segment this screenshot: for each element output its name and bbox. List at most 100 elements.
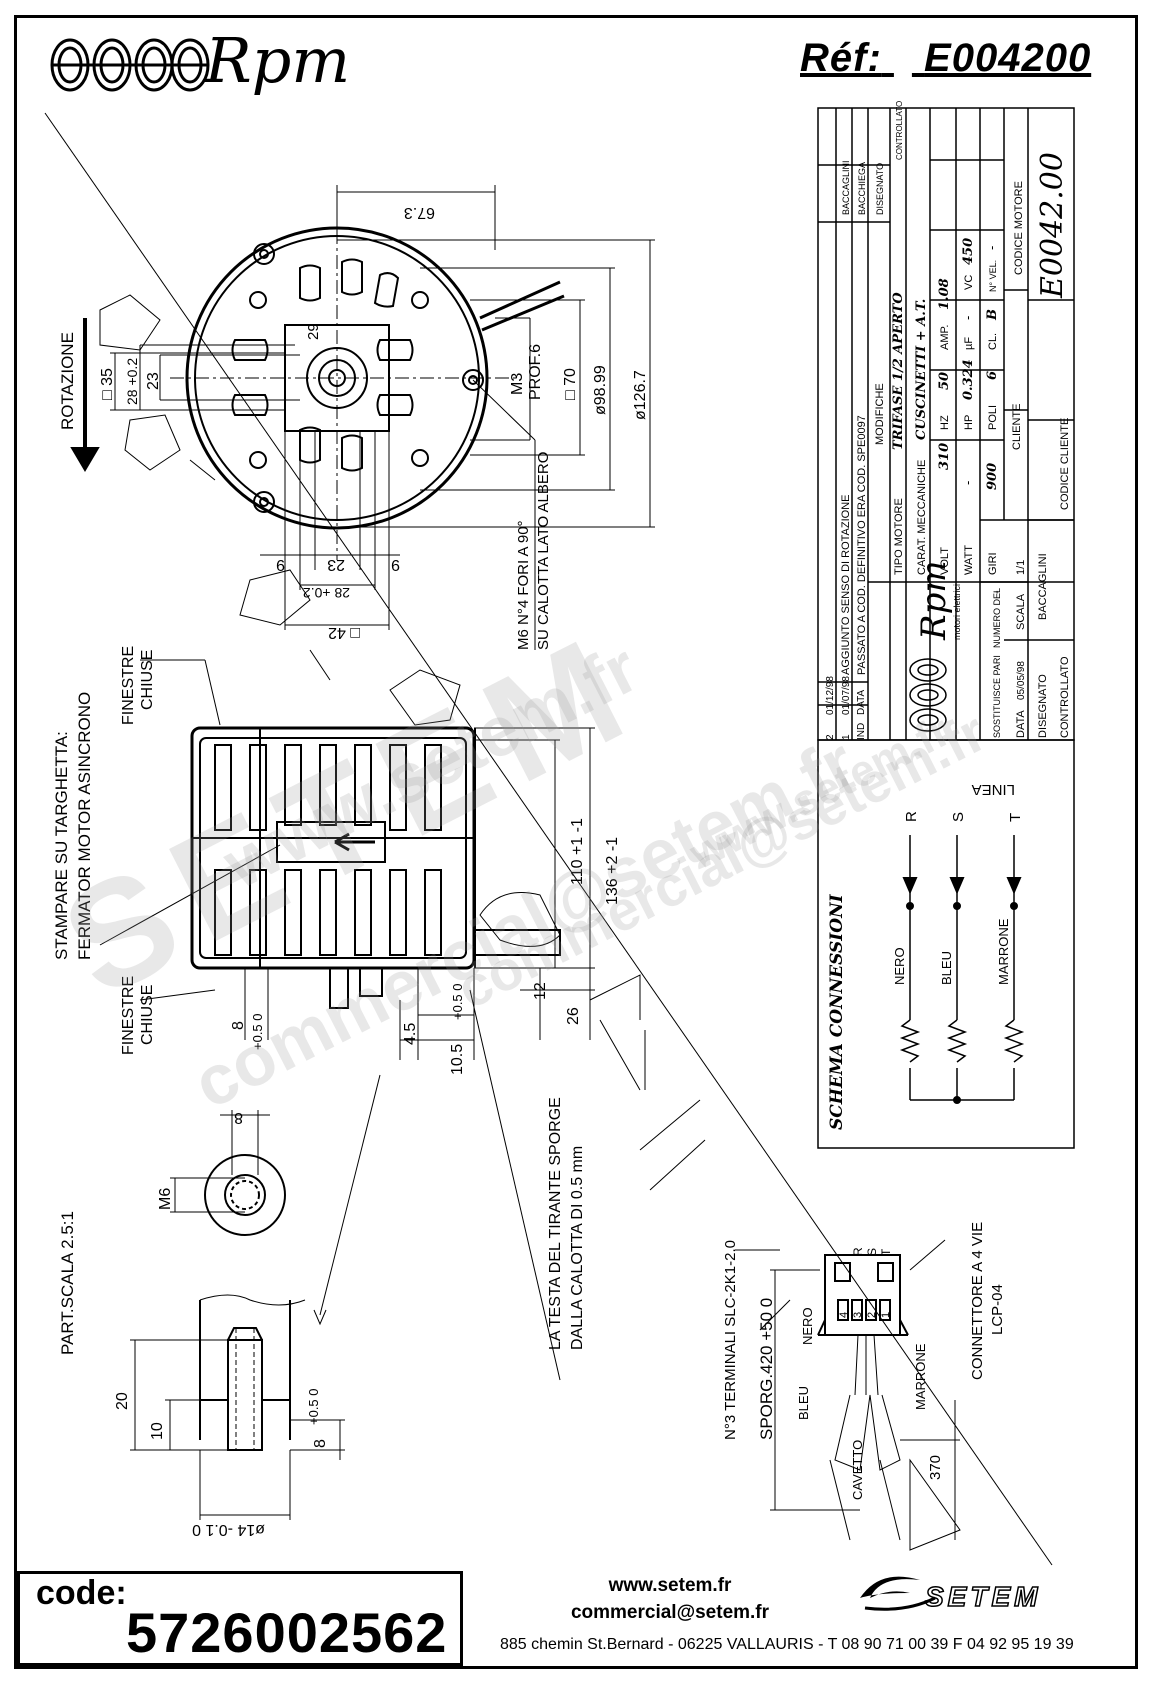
numero-value: - bbox=[991, 590, 1003, 594]
dim-26: 26 bbox=[565, 1007, 582, 1025]
testa-note-1: LA TESTA DEL TIRANTE SPORGE bbox=[547, 1097, 564, 1350]
hz-label: HZ bbox=[939, 415, 951, 430]
dim-136: 136 +2 -1 bbox=[604, 837, 621, 905]
testa-note-2: DALLA CALOTTA DI 0.5 mm bbox=[569, 1146, 586, 1350]
nvel-value: - bbox=[984, 246, 999, 250]
finestre-top-2: CHIUSE bbox=[139, 650, 156, 710]
schema-phase-t: T bbox=[1007, 813, 1024, 822]
disegnato-header: DISEGNATO bbox=[875, 163, 885, 215]
schema-linea: LINEA bbox=[972, 781, 1015, 798]
scala-value: 1/1 bbox=[1015, 560, 1027, 575]
data-label: DATA bbox=[1015, 710, 1027, 738]
hp-value: 0.324 bbox=[961, 359, 976, 400]
dim-10-5: 10.5 bbox=[449, 1044, 466, 1075]
rev1-date: 01/07/98 bbox=[841, 676, 852, 715]
dim-12: 12 bbox=[532, 982, 549, 1000]
dim-110: 110 +1 -1 bbox=[569, 818, 586, 885]
controllato-header: CONTROLLATO bbox=[895, 101, 904, 160]
dim-20: 20 bbox=[114, 1392, 131, 1410]
footer-email-link[interactable]: commercial@setem.fr bbox=[570, 1602, 770, 1623]
nvel-label: N° VEL. bbox=[988, 260, 998, 292]
dim-m3: M3 bbox=[509, 373, 526, 395]
connector-pin-r: R bbox=[851, 1247, 865, 1256]
reference-number: Réf: E004200 bbox=[800, 36, 1091, 81]
connector-detail bbox=[735, 1239, 961, 1551]
connector-pin-4: 4 bbox=[838, 1312, 850, 1318]
dim-m6: M6 bbox=[157, 1188, 174, 1210]
rev2-text: AGGIUNTO SENSO DI ROTAZIONE bbox=[840, 494, 852, 675]
dim-phi98: ø98.99 bbox=[592, 365, 609, 415]
watt-label: WATT bbox=[963, 545, 975, 575]
rpm-brand: Rpm bbox=[205, 24, 351, 97]
connector-pin-s: S bbox=[865, 1248, 879, 1256]
rev2-by: BACCAGLINI bbox=[841, 160, 851, 215]
motor-front-view bbox=[99, 185, 655, 681]
ref-label: Réf: bbox=[800, 36, 882, 80]
dim-phi14: ø14 -0.1 0 bbox=[192, 1521, 265, 1538]
connector-wire-marrone: MARRONE bbox=[913, 1343, 928, 1410]
codice-cliente-label: CODICE CLIENTE bbox=[1059, 418, 1071, 510]
dim-sporg: SPORG.420 +50 0 bbox=[757, 1298, 776, 1440]
setem-logo-text: SETEM bbox=[925, 1581, 1041, 1612]
code-box: code: 5726002562 bbox=[17, 1571, 463, 1666]
connector-pin-3: 3 bbox=[852, 1312, 864, 1318]
dim-28-bottom: 28 +0.2 bbox=[303, 585, 350, 601]
dim-23-h: 23 bbox=[327, 556, 345, 573]
title-block-rpm-logo bbox=[909, 658, 947, 732]
rpm-title-brand: Rpm bbox=[914, 560, 954, 641]
cl-label: CL. bbox=[987, 333, 999, 350]
uf-value: - bbox=[960, 316, 975, 320]
rev1-text: PASSATO A COD. DEFINITIVO ERA COD. SPE00… bbox=[856, 415, 868, 675]
vc-value: 450 bbox=[961, 238, 976, 265]
dim-tol-05b: +0.5 0 bbox=[450, 983, 465, 1020]
schema-phase-r: R bbox=[903, 811, 920, 822]
dim-10: 10 bbox=[149, 1422, 166, 1440]
rotation-arrow bbox=[70, 318, 100, 472]
dim-9-right: 9 bbox=[391, 556, 400, 573]
dim-8-small: 8 bbox=[234, 1109, 243, 1126]
data-header: DATA bbox=[856, 689, 867, 715]
dim-q42: □ 42 bbox=[328, 624, 360, 641]
amp-value: 1.08 bbox=[937, 278, 952, 310]
dim-q70: □ 70 bbox=[562, 368, 579, 400]
poli-label: POLI bbox=[987, 405, 999, 430]
ref-value: E004200 bbox=[924, 36, 1092, 80]
connettore-note-2: LCP-04 bbox=[989, 1284, 1006, 1335]
footer-address: 885 chemin St.Bernard - 06225 VALLAURIS … bbox=[500, 1636, 1074, 1653]
dim-8: 8 bbox=[230, 1021, 247, 1030]
sostituisce-label: SOSTITUISCE PARI bbox=[992, 655, 1002, 738]
volt-value: 310 bbox=[937, 443, 952, 470]
carat-label: CARAT. MECCANICHE bbox=[916, 460, 928, 575]
dim-29: 29 bbox=[305, 323, 322, 340]
finestre-top-1: FINESTRE bbox=[120, 646, 137, 725]
dim-phi126: ø126.7 bbox=[632, 370, 649, 420]
uf-label: µF bbox=[963, 337, 975, 350]
modifiche-header: MODIFICHE bbox=[874, 383, 886, 445]
rev2-ind: 2 bbox=[825, 734, 836, 740]
schema-wire-bleu: BLEU bbox=[939, 951, 954, 985]
cavetto-label: CAVETTO bbox=[850, 1440, 865, 1500]
connector-pin-2: 2 bbox=[866, 1312, 878, 1318]
carat-value: CUSCINETTI + A.T. bbox=[914, 299, 929, 440]
footer-website-link[interactable]: www.setem.fr bbox=[608, 1575, 732, 1596]
setem-logo: SETEM bbox=[860, 1576, 1041, 1613]
schema-phase-s: S bbox=[950, 812, 967, 822]
connector-pin-1: 1 bbox=[880, 1312, 892, 1318]
dim-370: 370 bbox=[927, 1455, 944, 1480]
disegnato-value: BACCAGLINI bbox=[1037, 553, 1049, 620]
dim-prof6: PROF.6 bbox=[527, 344, 544, 400]
m6-holes-note: M6 N°4 FORI A 90° bbox=[515, 520, 532, 650]
disegnato-label: DISEGNATO bbox=[1037, 674, 1049, 738]
hp-label: HP bbox=[963, 415, 975, 430]
stampare-note-2: FERMATOR MOTOR ASINCRONO bbox=[75, 692, 94, 960]
dim-67-3: 67.3 bbox=[404, 204, 435, 221]
detail-shaft-side-view bbox=[130, 1294, 345, 1520]
finestre-bottom-2: CHIUSE bbox=[139, 985, 156, 1045]
code-label: code: bbox=[36, 1574, 127, 1612]
finestre-bottom-1: FINESTRE bbox=[120, 976, 137, 1055]
data-value: 05/05/98 bbox=[1016, 661, 1027, 700]
rev1-ind: 1 bbox=[841, 734, 852, 740]
giri-label: GIRI bbox=[987, 552, 999, 575]
motor-side-view bbox=[99, 659, 706, 1381]
